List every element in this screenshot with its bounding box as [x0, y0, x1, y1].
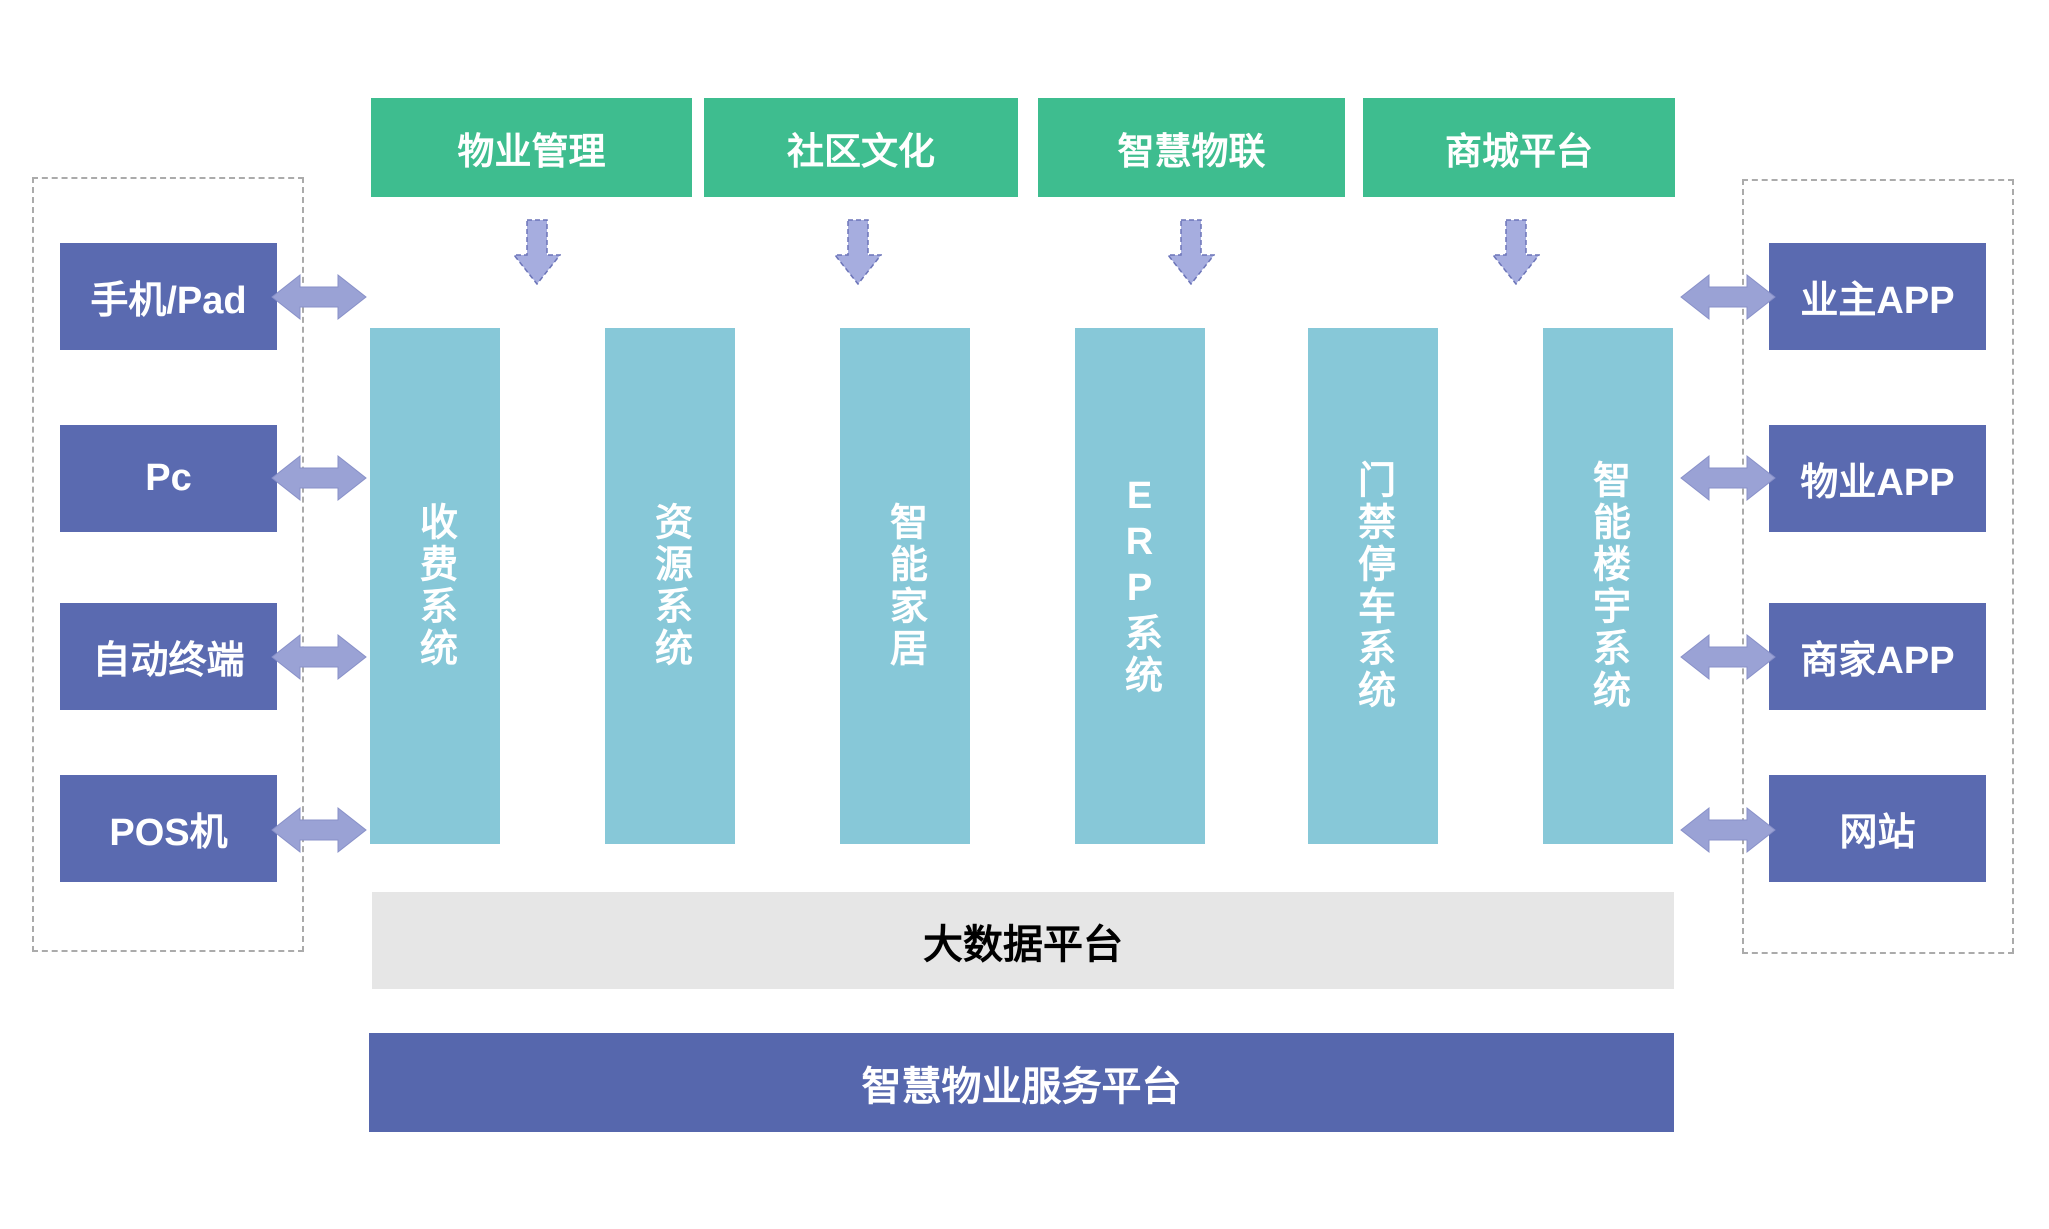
down-arrow-icon: [1492, 219, 1540, 285]
system-column-label: ERP系统: [1118, 475, 1161, 697]
double-arrow-icon: [271, 273, 367, 321]
double-arrow-icon: [1680, 806, 1776, 854]
down-arrow-icon: [1167, 219, 1215, 285]
system-column-fee-system: 收费系统: [370, 328, 500, 844]
system-column-erp-system: ERP系统: [1075, 328, 1205, 844]
left-devices-panel: [32, 177, 304, 952]
device-box-auto-terminal: 自动终端: [60, 603, 277, 710]
down-arrow-icon: [513, 219, 561, 285]
big-data-platform-bar: 大数据平台: [372, 892, 1674, 989]
system-column-label: 资源系统: [648, 502, 691, 670]
device-box-pc: Pc: [60, 425, 277, 532]
app-box-merchant-app: 商家APP: [1769, 603, 1986, 710]
double-arrow-icon: [1680, 633, 1776, 681]
device-box-mobile-pad: 手机/Pad: [60, 243, 277, 350]
app-box-website: 网站: [1769, 775, 1986, 882]
device-box-pos: POS机: [60, 775, 277, 882]
double-arrow-icon: [1680, 273, 1776, 321]
system-column-label: 收费系统: [413, 502, 456, 670]
system-column-smart-home: 智能家居: [840, 328, 970, 844]
right-apps-panel: [1742, 179, 2014, 954]
system-column-access-parking-system: 门禁停车系统: [1308, 328, 1438, 844]
app-box-property-app: 物业APP: [1769, 425, 1986, 532]
system-column-resource-system: 资源系统: [605, 328, 735, 844]
double-arrow-icon: [1680, 454, 1776, 502]
system-column-smart-building-system: 智能楼宇系统: [1543, 328, 1673, 844]
module-box-property-management: 物业管理: [371, 98, 692, 197]
system-column-label: 智能楼宇系统: [1586, 460, 1629, 712]
double-arrow-icon: [271, 806, 367, 854]
double-arrow-icon: [271, 454, 367, 502]
down-arrow-icon: [834, 219, 882, 285]
double-arrow-icon: [271, 633, 367, 681]
system-column-label: 智能家居: [883, 502, 926, 670]
module-box-mall-platform: 商城平台: [1363, 98, 1675, 197]
module-box-smart-iot: 智慧物联: [1038, 98, 1345, 197]
system-column-label: 门禁停车系统: [1351, 460, 1394, 712]
module-box-community-culture: 社区文化: [704, 98, 1018, 197]
app-box-owner-app: 业主APP: [1769, 243, 1986, 350]
smart-property-service-platform-bar: 智慧物业服务平台: [369, 1033, 1674, 1132]
